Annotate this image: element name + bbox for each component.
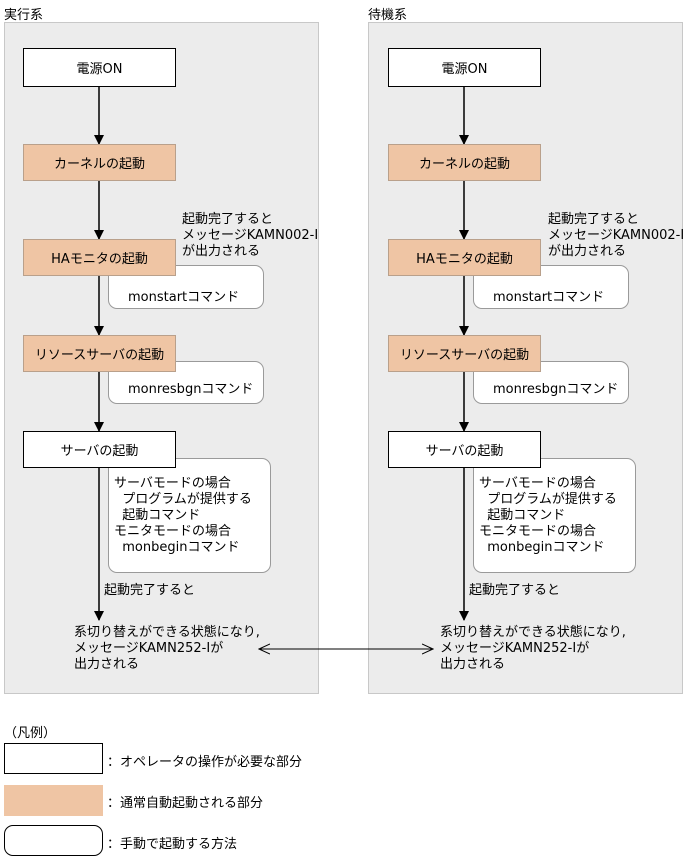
power-on-box: 電源ON [23, 48, 176, 87]
monstart-command-label: monstartコマンド [493, 290, 605, 305]
monstart-command-box: monstartコマンド [473, 265, 629, 309]
server-start-methods-box: サーバモードの場合 プログラムが提供する 起動コマンド モニタモードの場合 mo… [473, 458, 636, 573]
legend-title: （凡例） [4, 726, 57, 741]
start-complete-note: 起動完了すると メッセージKAMN002-I が出力される [182, 212, 319, 259]
legend-swatch-manual [4, 825, 103, 856]
resource-server-start-box: リソースサーバの起動 [23, 335, 176, 372]
legend-manual-method: ：手動で起動する方法 [107, 837, 238, 852]
resource-server-start-box: リソースサーバの起動 [388, 335, 541, 372]
server-start-box: サーバの起動 [23, 431, 176, 468]
monresbgn-command-label: monresbgnコマンド [493, 382, 619, 397]
switchover-ready-note: 系切り替えができる状態になり, メッセージKAMN252-Iが 出力される [74, 625, 260, 672]
legend-swatch-operator [4, 743, 103, 774]
start-complete-note: 起動完了すると メッセージKAMN002-I が出力される [548, 212, 685, 259]
ha-monitor-start-box: HAモニタの起動 [23, 239, 176, 276]
server-start-methods-box: サーバモードの場合 プログラムが提供する 起動コマンド モニタモードの場合 mo… [108, 458, 271, 573]
monresbgn-command-label: monresbgnコマンド [128, 382, 254, 397]
server-start-methods-text: サーバモードの場合 プログラムが提供する 起動コマンド モニタモードの場合 mo… [479, 476, 617, 555]
kernel-start-box: カーネルの起動 [23, 144, 176, 181]
server-start-box: サーバの起動 [388, 431, 541, 468]
standby-system-title: 待機系 [368, 8, 408, 23]
monstart-command-label: monstartコマンド [128, 290, 240, 305]
kernel-start-box: カーネルの起動 [388, 144, 541, 181]
active-system-title: 実行系 [4, 8, 44, 23]
legend-auto-started: ：通常自動起動される部分 [107, 796, 264, 811]
power-on-box: 電源ON [388, 48, 541, 87]
legend-swatch-auto [4, 785, 103, 816]
switchover-ready-note: 系切り替えができる状態になり, メッセージKAMN252-Iが 出力される [440, 625, 626, 672]
ha-monitor-start-box: HAモニタの起動 [388, 239, 541, 276]
server-start-methods-text: サーバモードの場合 プログラムが提供する 起動コマンド モニタモードの場合 mo… [114, 476, 252, 555]
legend-operator-required: ：オペレータの操作が必要な部分 [107, 755, 303, 770]
start-complete-label: 起動完了すると [469, 583, 561, 598]
start-complete-label: 起動完了すると [104, 583, 196, 598]
